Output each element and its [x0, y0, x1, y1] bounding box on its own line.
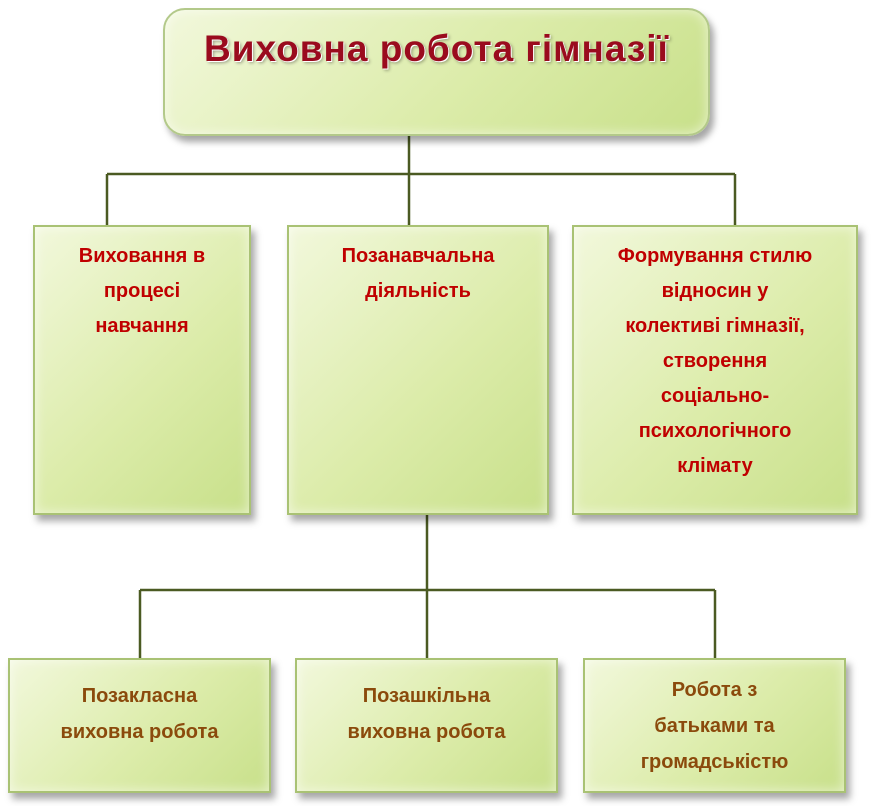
box-line: створення	[662, 350, 768, 372]
box-after-class-work: Позакласна виховна робота	[8, 658, 271, 793]
box-line: відносин у	[661, 280, 769, 302]
box-line: Формування стилю	[617, 245, 813, 267]
box-line: Виховання в	[78, 245, 206, 267]
box-line: психологічного	[638, 420, 792, 442]
title-box: Виховна робота гімназії	[163, 8, 710, 136]
box-extracurricular-activity: Позанавчальна діяльність	[287, 225, 549, 515]
box-parents-community-work: Робота з батьками та громадськістю	[583, 658, 846, 793]
box-line: виховна робота	[347, 721, 506, 743]
box-line: Позашкільна	[362, 685, 491, 707]
box-out-of-school-work: Позашкільна виховна робота	[295, 658, 558, 793]
diagram-title: Виховна робота гімназії	[204, 28, 669, 69]
box-line: навчання	[95, 315, 189, 337]
box-line: Робота з	[671, 679, 758, 701]
box-line: процесі	[103, 280, 181, 302]
box-line: соціально-	[660, 385, 770, 407]
box-line: батьками та	[654, 715, 775, 737]
box-line: Позанавчальна	[341, 245, 495, 267]
box-line: клімату	[677, 455, 753, 477]
box-relationship-style: Формування стилю відносин у колективі гі…	[572, 225, 858, 515]
box-line: виховна робота	[60, 721, 219, 743]
box-line: Позакласна	[81, 685, 198, 707]
box-line: громадськістю	[640, 751, 789, 773]
box-line: колективі гімназії,	[625, 315, 805, 337]
box-line: діяльність	[365, 280, 471, 302]
box-education-in-learning: Виховання в процесі навчання	[33, 225, 251, 515]
